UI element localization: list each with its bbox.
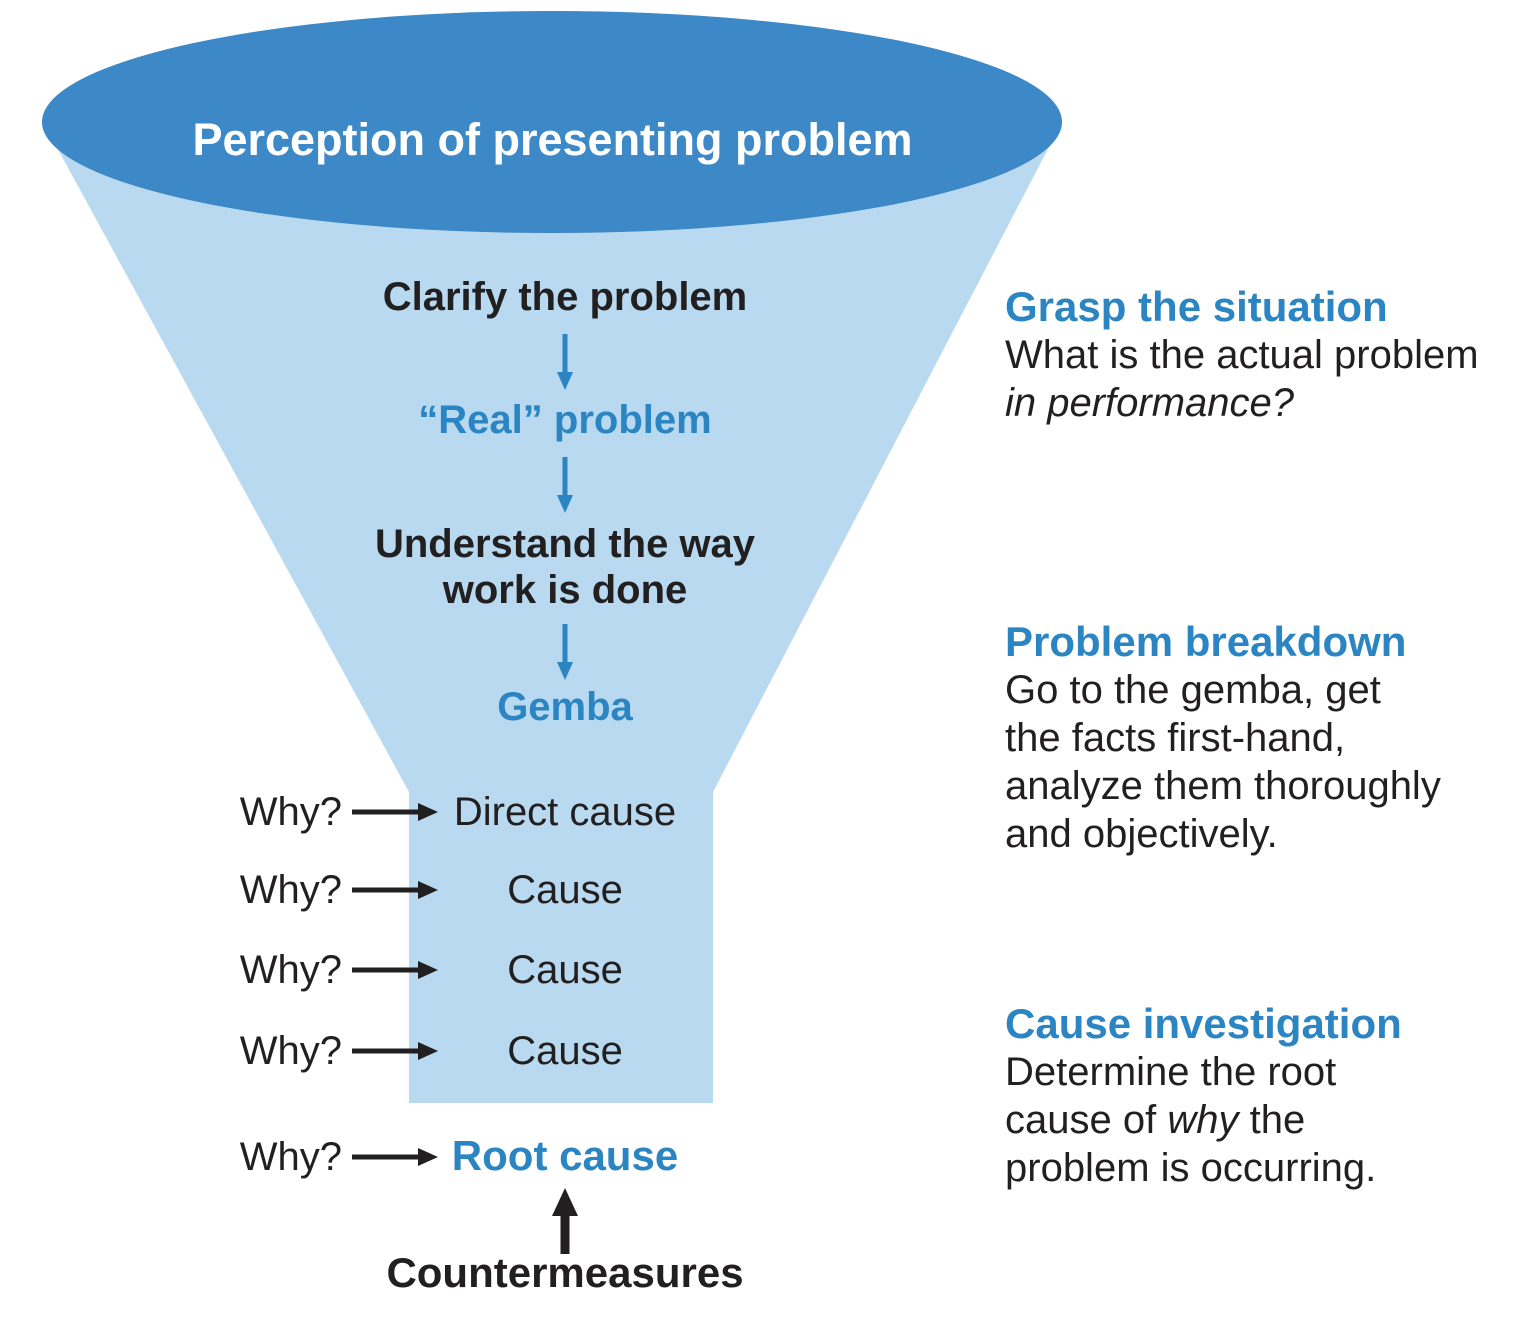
why-question: Why? [239,948,342,992]
step-gemba: Gemba [497,685,633,729]
countermeasures-label: Countermeasures [386,1249,744,1296]
step-understand-work: Understand the way work is done [374,522,756,612]
annotation-line: Go to the gemba, get [1005,668,1381,712]
annotation-line: the facts first-hand, [1005,716,1346,760]
root-cause-label: Root cause [451,1132,679,1179]
why-question: Why? [239,1029,342,1073]
funnel-title: Perception of presenting problem [192,114,913,165]
annotation-grasp-situation: Grasp the situation What is the actual p… [1005,283,1535,427]
annotation-line: cause of why the [1005,1098,1306,1142]
annotation-line: and objectively. [1005,812,1278,856]
cause-item: Cause [507,868,623,912]
annotation-line: problem is occurring. [1005,1146,1377,1190]
annotation-heading: Cause investigation [1005,1000,1402,1047]
why-question: Why? [239,868,342,912]
funnel-mouth [42,11,1062,233]
cause-direct: Direct cause [453,790,677,834]
annotation-heading: Grasp the situation [1005,283,1388,330]
why-question: Why? [239,790,342,834]
funnel-body [43,122,1062,1103]
annotation-line: analyze them thoroughly [1005,764,1441,808]
cause-item: Cause [507,948,623,992]
annotation-line: Determine the root [1005,1050,1337,1094]
annotation-heading: Problem breakdown [1005,618,1407,665]
cause-item: Cause [507,1029,623,1073]
annotation-line: in performance? [1005,381,1295,425]
step-real-problem: “Real” problem [418,398,712,442]
step-clarify-problem: Clarify the problem [382,275,748,319]
why-question: Why? [239,1135,342,1179]
annotation-line: What is the actual problem [1005,333,1479,377]
